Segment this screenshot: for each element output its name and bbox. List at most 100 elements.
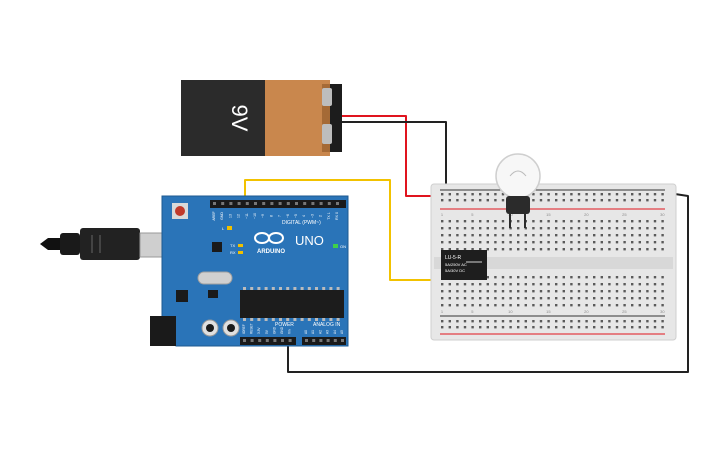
rail-hole-bottom[interactable]	[555, 326, 558, 329]
rail-hole-bottom[interactable]	[600, 320, 603, 323]
breadboard-hole[interactable]	[463, 297, 467, 300]
breadboard-hole[interactable]	[631, 276, 634, 279]
breadboard-hole[interactable]	[623, 248, 626, 251]
rail-hole-top[interactable]	[600, 193, 603, 196]
breadboard-hole[interactable]	[555, 220, 558, 223]
rail-hole-top[interactable]	[631, 193, 634, 196]
breadboard-hole[interactable]	[479, 297, 482, 300]
breadboard-hole[interactable]	[585, 248, 588, 251]
breadboard-hole[interactable]	[600, 248, 603, 251]
rail-hole-top[interactable]	[448, 193, 451, 196]
breadboard-hole[interactable]	[653, 227, 657, 230]
breadboard-hole[interactable]	[517, 283, 520, 286]
breadboard-hole[interactable]	[532, 234, 535, 237]
breadboard-hole[interactable]	[524, 297, 527, 300]
breadboard-hole[interactable]	[585, 304, 588, 307]
breadboard-hole[interactable]	[486, 227, 489, 230]
breadboard-hole[interactable]	[463, 290, 467, 293]
rail-hole-bottom[interactable]	[448, 326, 451, 329]
rail-hole-top[interactable]	[441, 193, 444, 196]
breadboard-hole[interactable]	[479, 248, 482, 251]
breadboard-hole[interactable]	[615, 220, 619, 223]
breadboard-hole[interactable]	[562, 227, 565, 230]
breadboard-hole[interactable]	[441, 248, 444, 251]
breadboard-hole[interactable]	[646, 248, 649, 251]
breadboard-hole[interactable]	[555, 276, 558, 279]
breadboard-hole[interactable]	[479, 227, 482, 230]
breadboard-hole[interactable]	[509, 290, 512, 293]
breadboard-hole[interactable]	[524, 234, 527, 237]
breadboard-hole[interactable]	[653, 241, 657, 244]
breadboard-hole[interactable]	[517, 234, 520, 237]
breadboard-hole[interactable]	[532, 297, 535, 300]
rail-hole-top[interactable]	[555, 193, 558, 196]
breadboard-hole[interactable]	[486, 234, 489, 237]
breadboard-hole[interactable]	[555, 234, 558, 237]
breadboard-hole[interactable]	[547, 248, 550, 251]
breadboard-hole[interactable]	[539, 276, 543, 279]
breadboard-hole[interactable]	[653, 304, 657, 307]
breadboard-hole[interactable]	[623, 234, 626, 237]
breadboard-hole[interactable]	[615, 290, 619, 293]
breadboard-hole[interactable]	[532, 304, 535, 307]
breadboard-hole[interactable]	[517, 227, 520, 230]
breadboard-hole[interactable]	[661, 220, 664, 223]
breadboard-hole[interactable]	[501, 304, 505, 307]
breadboard-hole[interactable]	[517, 220, 520, 223]
breadboard-hole[interactable]	[661, 241, 664, 244]
breadboard-hole[interactable]	[532, 248, 535, 251]
rail-hole-top[interactable]	[456, 193, 459, 196]
breadboard-hole[interactable]	[600, 227, 603, 230]
breadboard-hole[interactable]	[600, 297, 603, 300]
breadboard-hole[interactable]	[615, 241, 619, 244]
breadboard-hole[interactable]	[593, 248, 596, 251]
breadboard-hole[interactable]	[479, 241, 482, 244]
breadboard-hole[interactable]	[539, 220, 543, 223]
breadboard-hole[interactable]	[646, 283, 649, 286]
breadboard-hole[interactable]	[638, 297, 641, 300]
breadboard-hole[interactable]	[486, 276, 489, 279]
breadboard-hole[interactable]	[608, 248, 611, 251]
breadboard-hole[interactable]	[501, 241, 505, 244]
rail-hole-top[interactable]	[593, 199, 596, 202]
breadboard-hole[interactable]	[555, 283, 558, 286]
breadboard-hole[interactable]	[646, 220, 649, 223]
breadboard-hole[interactable]	[570, 220, 573, 223]
breadboard-hole[interactable]	[646, 241, 649, 244]
breadboard-hole[interactable]	[501, 276, 505, 279]
breadboard-hole[interactable]	[547, 283, 550, 286]
rail-hole-bottom[interactable]	[509, 326, 512, 329]
rail-hole-bottom[interactable]	[638, 320, 641, 323]
breadboard-hole[interactable]	[547, 304, 550, 307]
breadboard-hole[interactable]	[661, 276, 664, 279]
breadboard-hole[interactable]	[524, 276, 527, 279]
breadboard-hole[interactable]	[585, 297, 588, 300]
breadboard-hole[interactable]	[608, 290, 611, 293]
breadboard-hole[interactable]	[486, 304, 489, 307]
breadboard-hole[interactable]	[570, 297, 573, 300]
digital-pin[interactable]	[237, 202, 241, 205]
breadboard-hole[interactable]	[463, 234, 467, 237]
digital-pin[interactable]	[262, 202, 266, 205]
breadboard-hole[interactable]	[494, 304, 497, 307]
breadboard-hole[interactable]	[539, 304, 543, 307]
breadboard-hole[interactable]	[441, 234, 444, 237]
breadboard-hole[interactable]	[570, 290, 573, 293]
breadboard-hole[interactable]	[653, 290, 657, 293]
breadboard-hole[interactable]	[479, 283, 482, 286]
breadboard-hole[interactable]	[555, 241, 558, 244]
breadboard-hole[interactable]	[463, 304, 467, 307]
breadboard-hole[interactable]	[524, 283, 527, 286]
breadboard-hole[interactable]	[593, 220, 596, 223]
rail-hole-top[interactable]	[555, 199, 558, 202]
breadboard-hole[interactable]	[653, 297, 657, 300]
breadboard-hole[interactable]	[486, 283, 489, 286]
breadboard-hole[interactable]	[615, 276, 619, 279]
analog-pin[interactable]	[312, 339, 316, 342]
breadboard-hole[interactable]	[593, 234, 596, 237]
breadboard-hole[interactable]	[593, 227, 596, 230]
breadboard-hole[interactable]	[448, 227, 451, 230]
rail-hole-bottom[interactable]	[593, 320, 596, 323]
rail-hole-bottom[interactable]	[623, 326, 626, 329]
reset-button-cap[interactable]	[175, 206, 185, 216]
